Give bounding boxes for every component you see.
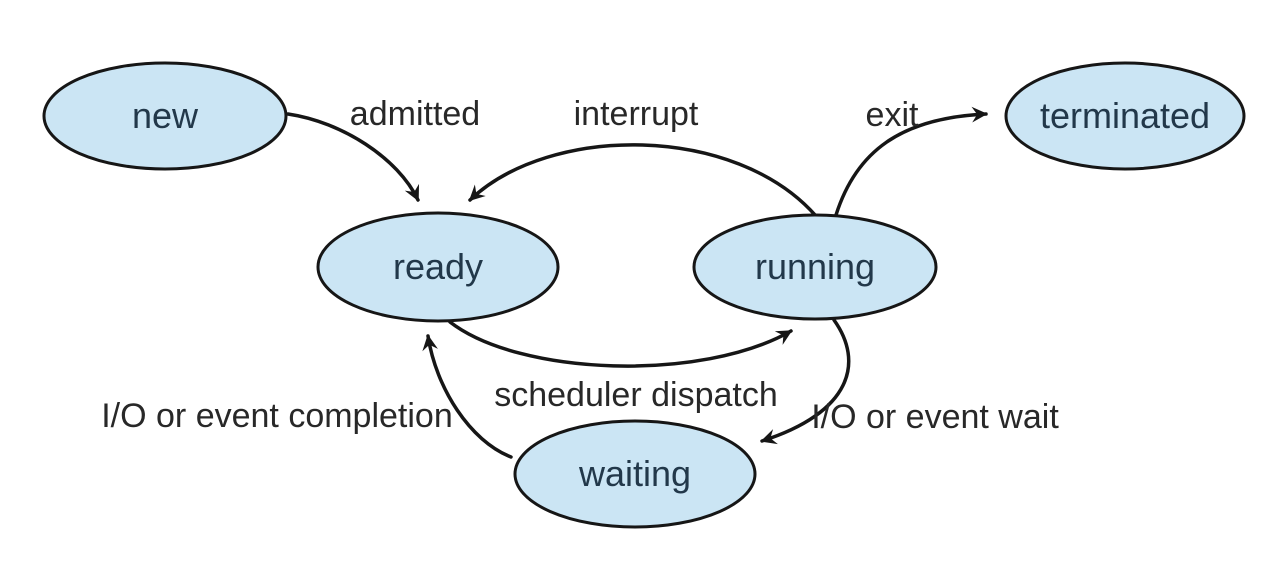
transition-label-io-completion: I/O or event completion — [101, 397, 453, 435]
state-ellipse-ready — [316, 211, 560, 323]
transition-label-scheduler-dispatch: scheduler dispatch — [494, 376, 778, 414]
state-label-terminated: terminated — [1040, 95, 1210, 136]
arrow-exit — [834, 106, 988, 217]
state-node-new: new — [42, 61, 288, 171]
arrow-io-wait — [760, 318, 851, 445]
transition-label-interrupt: interrupt — [574, 95, 699, 133]
state-ellipse-new — [42, 61, 288, 171]
state-label-ready: ready — [393, 246, 483, 287]
transition-label-exit: exit — [866, 96, 919, 134]
transition-label-io-wait: I/O or event wait — [811, 398, 1059, 436]
arrow-admitted — [286, 112, 420, 202]
arrow-scheduler-dispatch — [448, 320, 793, 368]
arrow-interrupt — [468, 143, 818, 218]
transition-label-admitted: admitted — [350, 95, 480, 133]
state-ellipse-running — [692, 213, 938, 321]
state-ellipse-terminated — [1004, 61, 1246, 171]
state-ellipse-waiting — [513, 419, 757, 529]
state-node-running: running — [692, 213, 938, 321]
arrow-io-completion — [422, 334, 513, 459]
state-label-waiting: waiting — [578, 453, 691, 494]
state-node-terminated: terminated — [1004, 61, 1246, 171]
state-label-running: running — [755, 246, 875, 287]
state-node-waiting: waiting — [513, 419, 757, 529]
state-label-new: new — [132, 95, 199, 136]
state-node-ready: ready — [316, 211, 560, 323]
